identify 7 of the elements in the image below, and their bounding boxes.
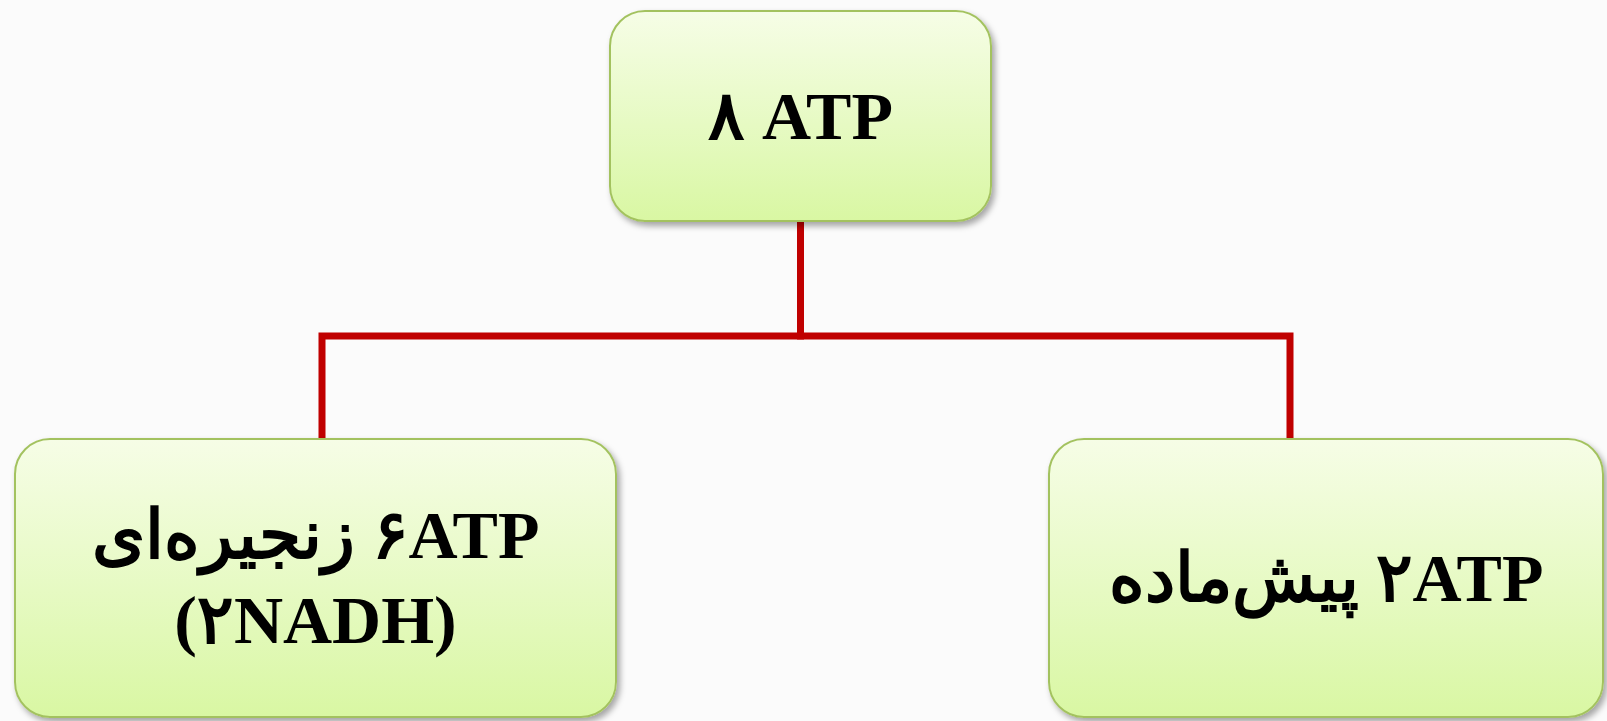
rounded-box [14, 438, 617, 718]
box-label: ۲ATP پیش‌ماده [1092, 535, 1560, 621]
rounded-box [1048, 438, 1604, 718]
box-label: ۸ ATP [707, 76, 894, 156]
rounded-box [609, 10, 992, 222]
connector-line [797, 222, 1294, 438]
box-label: ۶ATP زنجیره‌ای (۲NADH) [90, 496, 541, 660]
